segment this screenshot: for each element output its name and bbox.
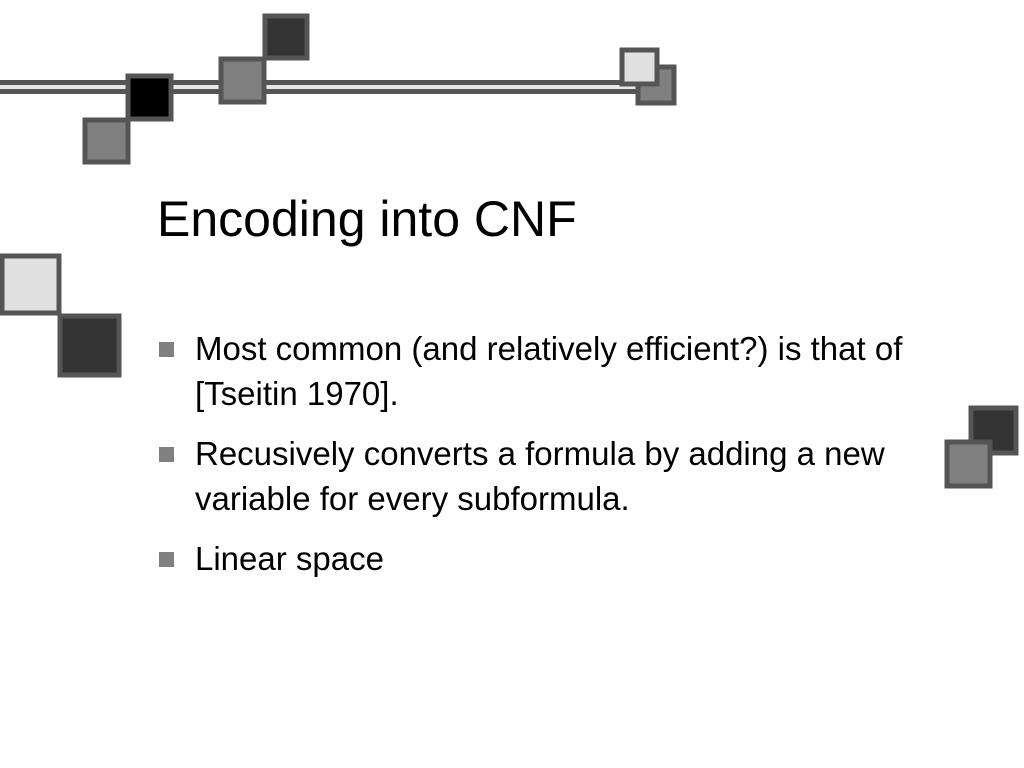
square-light-topright bbox=[619, 47, 660, 87]
square-bullet-icon bbox=[159, 342, 174, 357]
bullet-item: Most common (and relatively efficient?) … bbox=[157, 326, 947, 416]
square-bullet-icon bbox=[159, 552, 174, 567]
square-mid-right bbox=[944, 439, 993, 489]
square-mid-top bbox=[218, 56, 267, 105]
bullet-text: Recusively converts a formula by adding … bbox=[195, 435, 885, 517]
bullet-item: Recusively converts a formula by adding … bbox=[157, 431, 947, 521]
bullet-item: Linear space bbox=[157, 536, 947, 581]
square-bullet-icon bbox=[159, 447, 174, 462]
square-mid-left bbox=[82, 117, 131, 165]
bullet-text: Most common (and relatively efficient?) … bbox=[195, 330, 903, 412]
square-dark-top bbox=[262, 13, 310, 61]
bullet-text: Linear space bbox=[195, 540, 384, 577]
square-light-left bbox=[0, 253, 62, 316]
square-black-top bbox=[125, 73, 174, 122]
header-rule bbox=[0, 80, 660, 94]
slide-title: Encoding into CNF bbox=[157, 191, 577, 247]
bullet-list: Most common (and relatively efficient?) … bbox=[157, 326, 947, 596]
square-dark-left bbox=[57, 313, 122, 378]
